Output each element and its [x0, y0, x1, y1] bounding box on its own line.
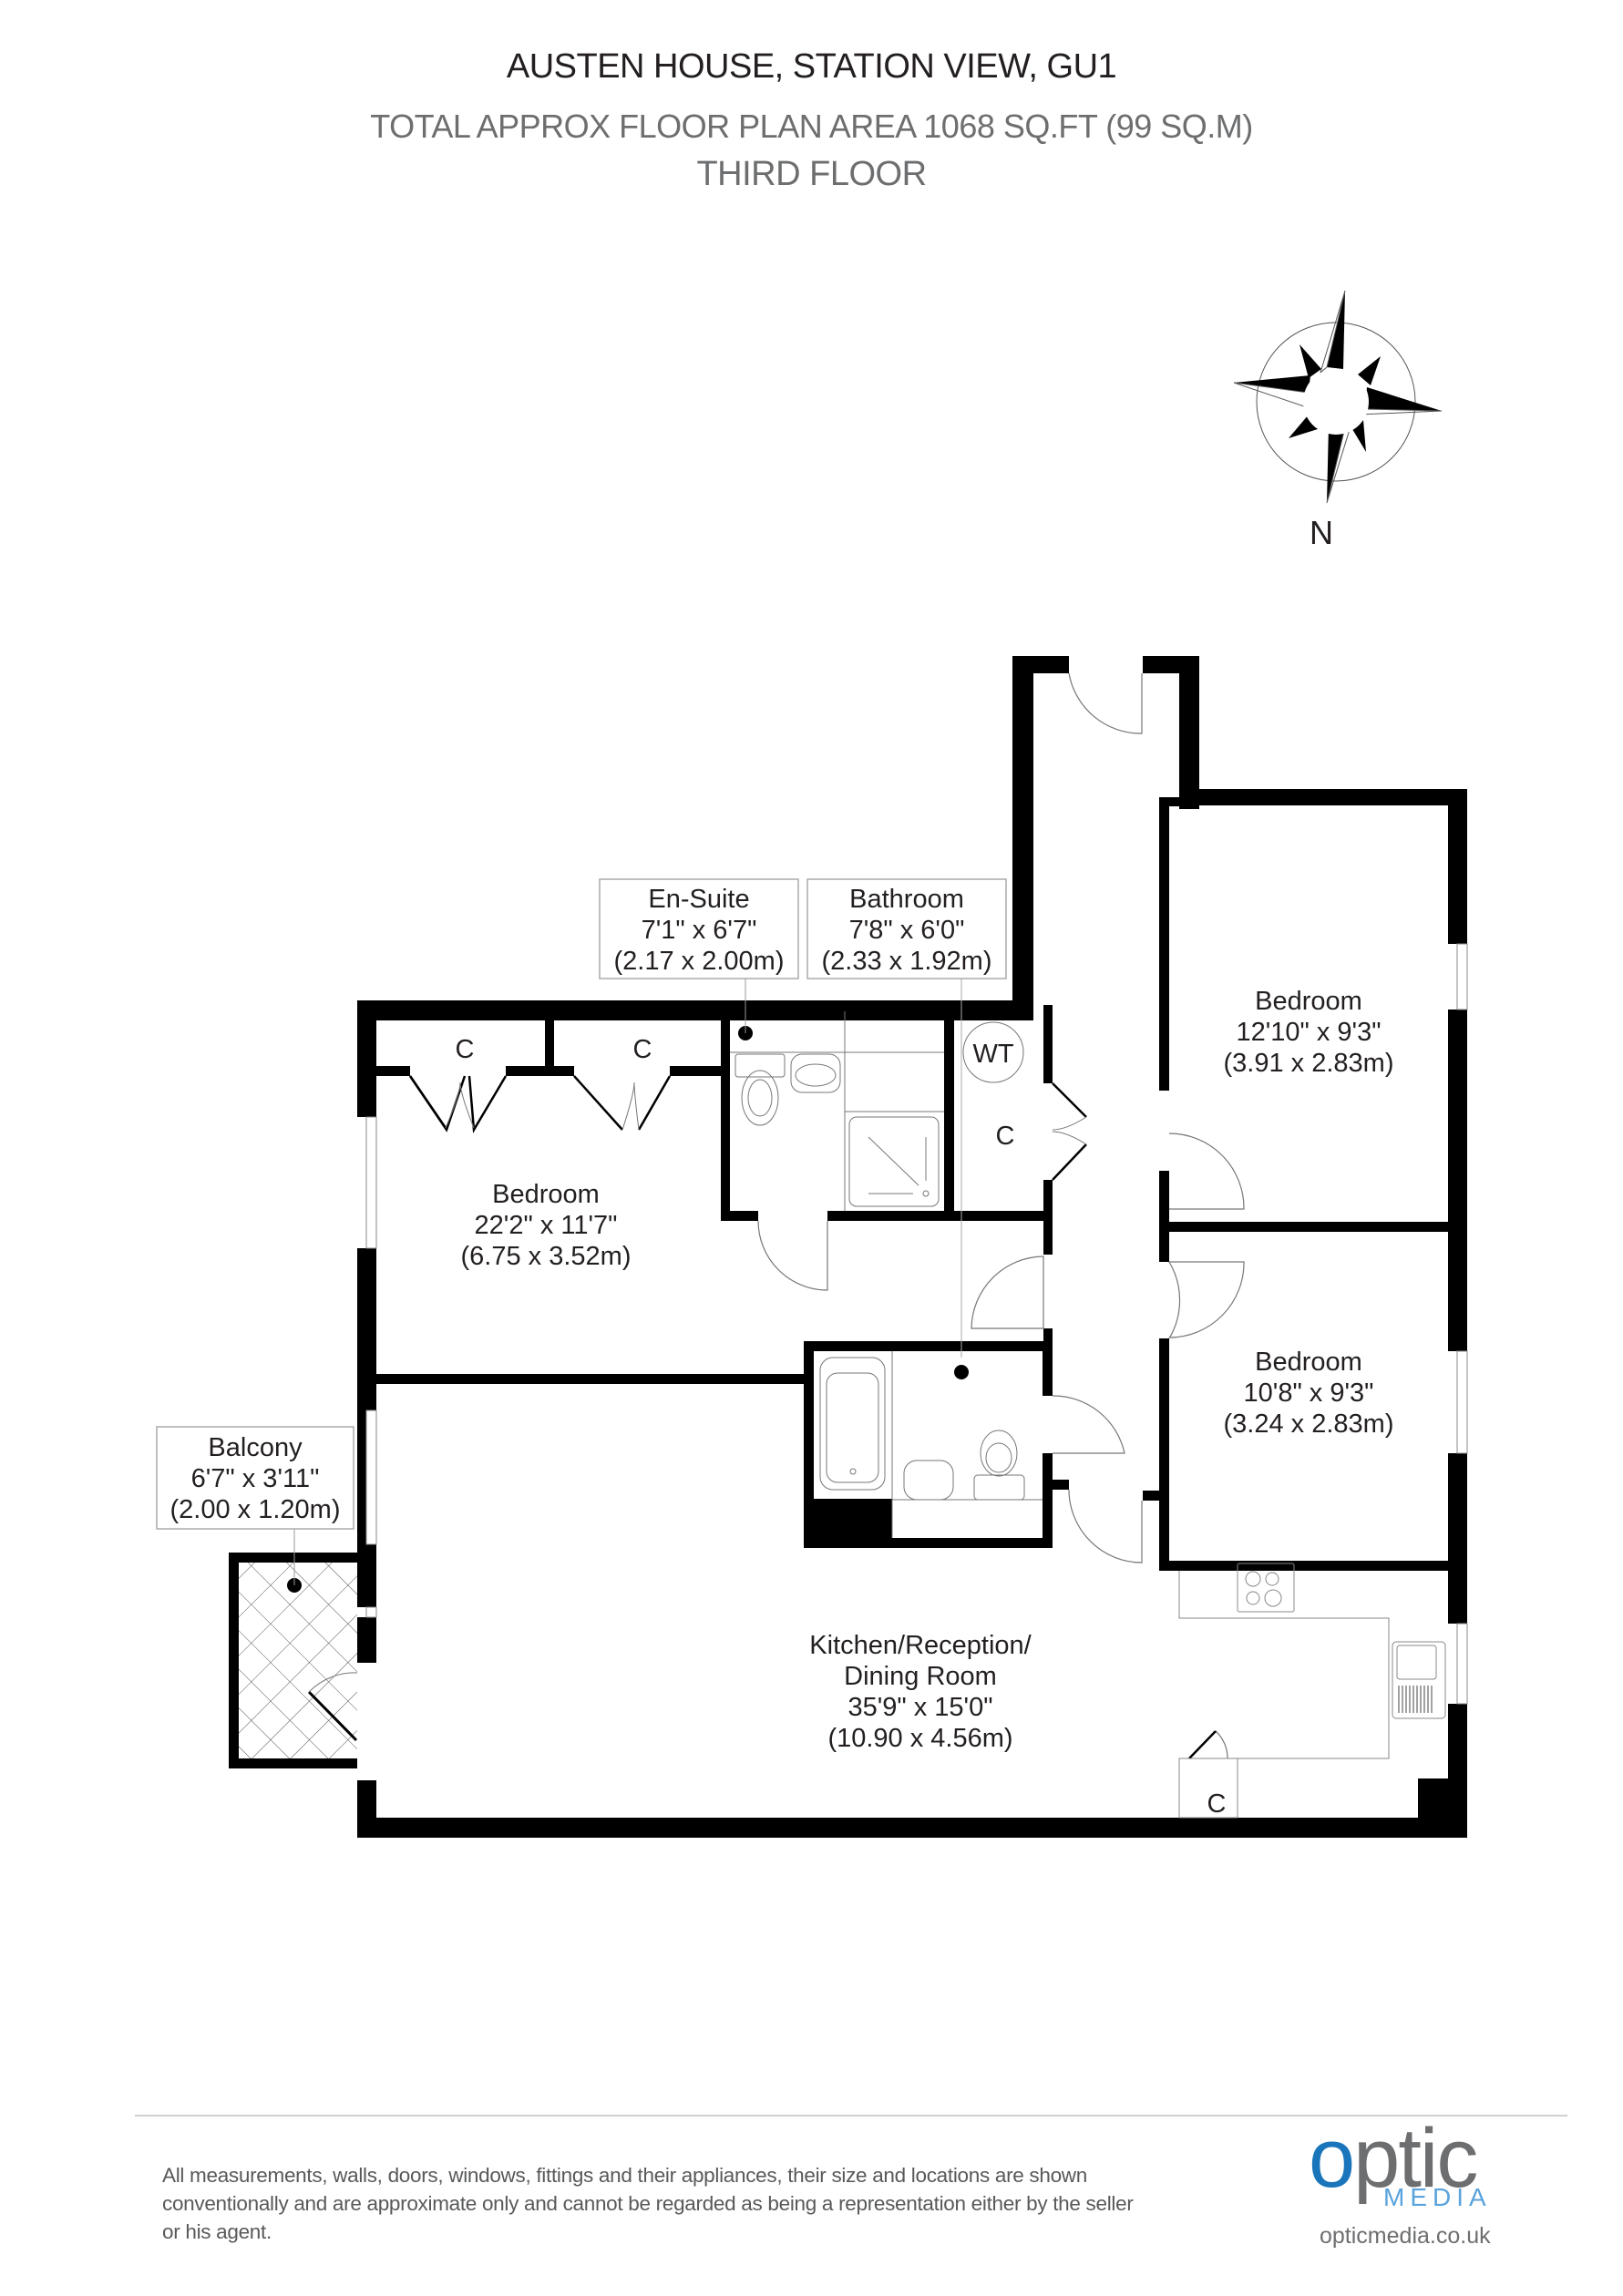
kitchen-label: Kitchen/Reception/ Dining Room 35'9" x 1…	[809, 1631, 1032, 1753]
bedroom-main-label: Bedroom 22'2" x 11'7" (6.75 x 3.52m)	[461, 1180, 632, 1271]
svg-text:(2.17 x 2.00m): (2.17 x 2.00m)	[614, 947, 785, 976]
svg-text:En-Suite: En-Suite	[648, 885, 749, 914]
svg-text:Bedroom: Bedroom	[492, 1180, 600, 1209]
water-tank-icon	[962, 1021, 1024, 1083]
balcony-floor-hatch	[239, 1563, 357, 1758]
walls	[229, 656, 1467, 1838]
svg-text:(2.00 x 1.20m): (2.00 x 1.20m)	[170, 1495, 341, 1524]
drainer-icon	[1398, 1686, 1433, 1713]
kitchen-units	[1178, 1563, 1446, 1819]
logo-o: o	[1309, 2112, 1355, 2205]
balcony-label-box	[156, 1426, 354, 1530]
bathroom-fixtures	[819, 1351, 1043, 1538]
bedroom-3-label: Bedroom 10'8" x 9'3" (3.24 x 2.83m)	[1224, 1348, 1394, 1439]
logo-media: MEDIA	[1383, 2183, 1492, 2211]
svg-text:12'10" x 9'3": 12'10" x 9'3"	[1236, 1018, 1381, 1047]
water-tank-label: WT	[972, 1040, 1013, 1069]
svg-text:Kitchen/Reception/: Kitchen/Reception/	[809, 1631, 1032, 1660]
svg-text:6'7" x 3'11": 6'7" x 3'11"	[191, 1464, 320, 1493]
wardrobe-doors	[408, 1075, 672, 1133]
svg-text:(6.75 x 3.52m): (6.75 x 3.52m)	[461, 1242, 632, 1271]
floor-level-label: THIRD FLOOR	[696, 155, 927, 193]
svg-text:10'8" x 9'3": 10'8" x 9'3"	[1244, 1379, 1374, 1408]
footer-divider	[135, 2115, 1567, 2117]
svg-text:Dining Room: Dining Room	[844, 1662, 997, 1691]
svg-text:(3.91 x 2.83m): (3.91 x 2.83m)	[1224, 1049, 1394, 1078]
svg-text:7'1" x 6'7": 7'1" x 6'7"	[642, 916, 757, 945]
svg-text:22'2" x 11'7": 22'2" x 11'7"	[475, 1211, 618, 1240]
balcony-label: Balcony 6'7" x 3'11" (2.00 x 1.20m)	[170, 1433, 341, 1524]
cupboard-label-1: C	[456, 1035, 475, 1064]
door-swings	[757, 672, 1245, 1759]
property-title: AUSTEN HOUSE, STATION VIEW, GU1	[506, 47, 1117, 86]
svg-text:35'9" x 15'0": 35'9" x 15'0"	[847, 1693, 992, 1722]
windows	[365, 943, 1468, 1705]
logo-ptic: ptic	[1353, 2112, 1478, 2205]
svg-text:(10.90 x 4.56m): (10.90 x 4.56m)	[827, 1724, 1012, 1753]
ensuite-label: En-Suite 7'1" x 6'7" (2.17 x 2.00m)	[614, 885, 785, 976]
optic-media-logo: optic MEDIA opticmedia.co.uk	[1294, 2112, 1549, 2261]
cupboard-label-3: C	[996, 1122, 1015, 1151]
cupboard-label-2: C	[633, 1035, 652, 1064]
ensuite-fixtures	[730, 1011, 944, 1211]
svg-text:7'8" x 6'0": 7'8" x 6'0"	[849, 916, 965, 945]
compass-rose-icon	[1233, 290, 1443, 504]
logo-url: opticmedia.co.uk	[1320, 2223, 1491, 2249]
cupboard-label-4: C	[1207, 1789, 1227, 1819]
balcony-door-icon	[307, 1690, 358, 1742]
svg-text:Bedroom: Bedroom	[1255, 987, 1362, 1016]
svg-text:(3.24 x 2.83m): (3.24 x 2.83m)	[1224, 1409, 1394, 1439]
svg-text:(2.33 x 1.92m): (2.33 x 1.92m)	[822, 947, 992, 976]
bathroom-label: Bathroom 7'8" x 6'0" (2.33 x 1.92m)	[822, 885, 992, 976]
ensuite-label-box	[599, 878, 799, 979]
bedroom-2-label: Bedroom 12'10" x 9'3" (3.91 x 2.83m)	[1224, 987, 1394, 1078]
soil-stack-icon-2	[954, 1365, 969, 1379]
bathroom-label-box	[806, 878, 1007, 979]
floor-area-subtitle: TOTAL APPROX FLOOR PLAN AREA 1068 SQ.FT …	[370, 108, 1253, 145]
svg-text:Balcony: Balcony	[208, 1433, 303, 1462]
disclaimer-text: All measurements, walls, doors, windows,…	[162, 2164, 1134, 2243]
svg-text:Bedroom: Bedroom	[1255, 1348, 1362, 1377]
north-label: N	[1310, 514, 1333, 551]
svg-text:Bathroom: Bathroom	[849, 885, 964, 914]
